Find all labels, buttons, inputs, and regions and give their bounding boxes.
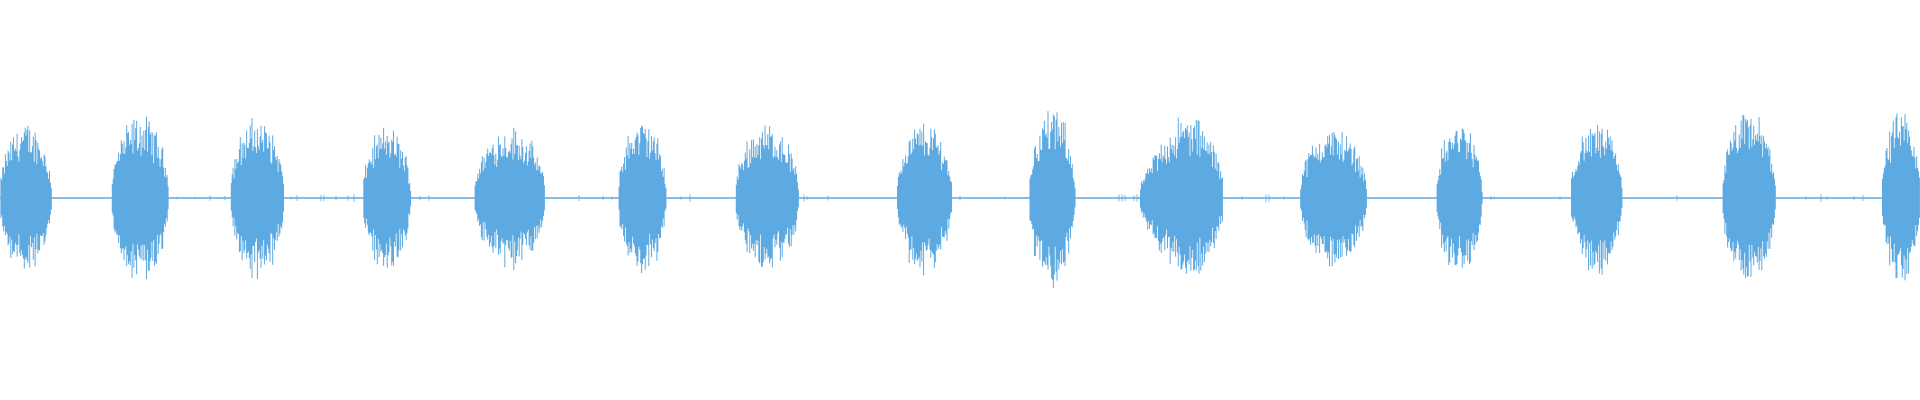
waveform-burst xyxy=(111,116,169,280)
waveform-burst xyxy=(1140,117,1223,274)
waveform-burst xyxy=(897,123,952,276)
waveform-burst xyxy=(1571,125,1623,275)
waveform-burst xyxy=(735,125,799,268)
waveform-baseline xyxy=(0,194,1920,202)
waveform-burst xyxy=(618,125,667,274)
waveform-burst xyxy=(363,127,412,268)
waveform-burst xyxy=(1436,128,1483,268)
waveform-burst xyxy=(1722,114,1776,279)
waveform-burst xyxy=(1029,111,1076,288)
waveform-burst xyxy=(1882,113,1920,281)
waveform-bursts xyxy=(0,111,1920,288)
waveform-burst xyxy=(474,127,545,271)
waveform-burst xyxy=(230,118,284,279)
waveform-burst xyxy=(1300,131,1367,267)
waveform-burst xyxy=(0,125,52,269)
